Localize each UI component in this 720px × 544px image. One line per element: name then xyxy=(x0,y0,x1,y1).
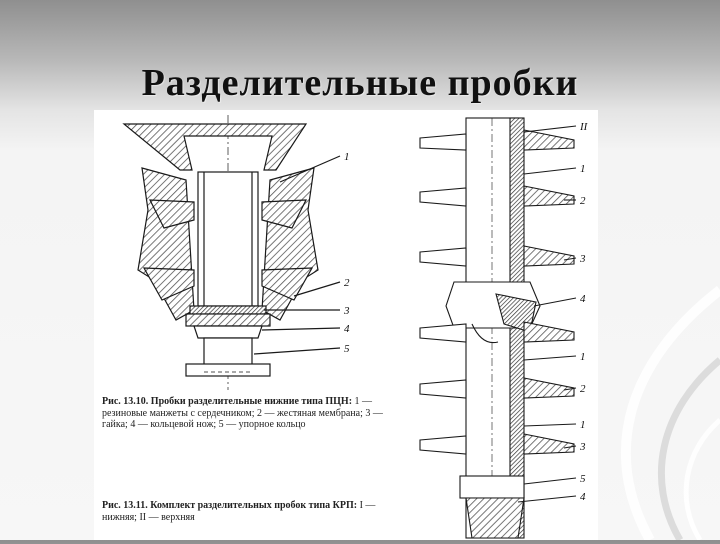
callout-label: 2 xyxy=(580,195,586,207)
caption-figure-13-10: Рис. 13.10. Пробки разделительные нижние… xyxy=(102,396,402,431)
caption-body: I — нижняя; II — верхняя xyxy=(102,500,376,523)
background-swoosh-decoration xyxy=(620,286,720,540)
callout-label: 4 xyxy=(580,293,586,305)
callout-label: 2 xyxy=(580,383,586,395)
caption-body: 1 — резиновые манжеты с сердечником; 2 —… xyxy=(102,396,383,430)
scanned-figure-page: 1 2 3 4 5 xyxy=(94,110,598,540)
callout-label: 3 xyxy=(343,305,350,317)
callout-label: 1 xyxy=(580,163,586,175)
callout-label: II xyxy=(579,121,589,133)
slide-title: Разделительные пробки xyxy=(141,62,579,105)
caption-title: Рис. 13.10. Пробки разделительные нижние… xyxy=(102,396,353,407)
caption-figure-13-11: Рис. 13.11. Комплект разделительных проб… xyxy=(102,500,402,523)
callout-label: 1 xyxy=(580,419,586,431)
pcn-plug-drawing xyxy=(122,115,341,390)
callout-label: 4 xyxy=(580,491,586,503)
pcn-plug-callouts: 1 2 3 4 5 xyxy=(343,151,350,355)
krp-plug-callouts: II 1 2 3 4 1 2 1 3 5 4 xyxy=(579,121,589,503)
technical-drawings: 1 2 3 4 5 xyxy=(122,115,589,539)
caption-title: Рис. 13.11. Комплект разделительных проб… xyxy=(102,500,358,511)
callout-label: 3 xyxy=(579,441,586,453)
callout-label: 3 xyxy=(579,253,586,265)
callout-label: 5 xyxy=(344,343,350,355)
callout-label: 1 xyxy=(580,351,586,363)
callout-label: 2 xyxy=(344,277,350,289)
callout-label: 1 xyxy=(344,151,350,163)
krp-plug-set-drawing xyxy=(419,117,577,539)
callout-label: 5 xyxy=(580,473,586,485)
callout-label: 4 xyxy=(344,323,350,335)
